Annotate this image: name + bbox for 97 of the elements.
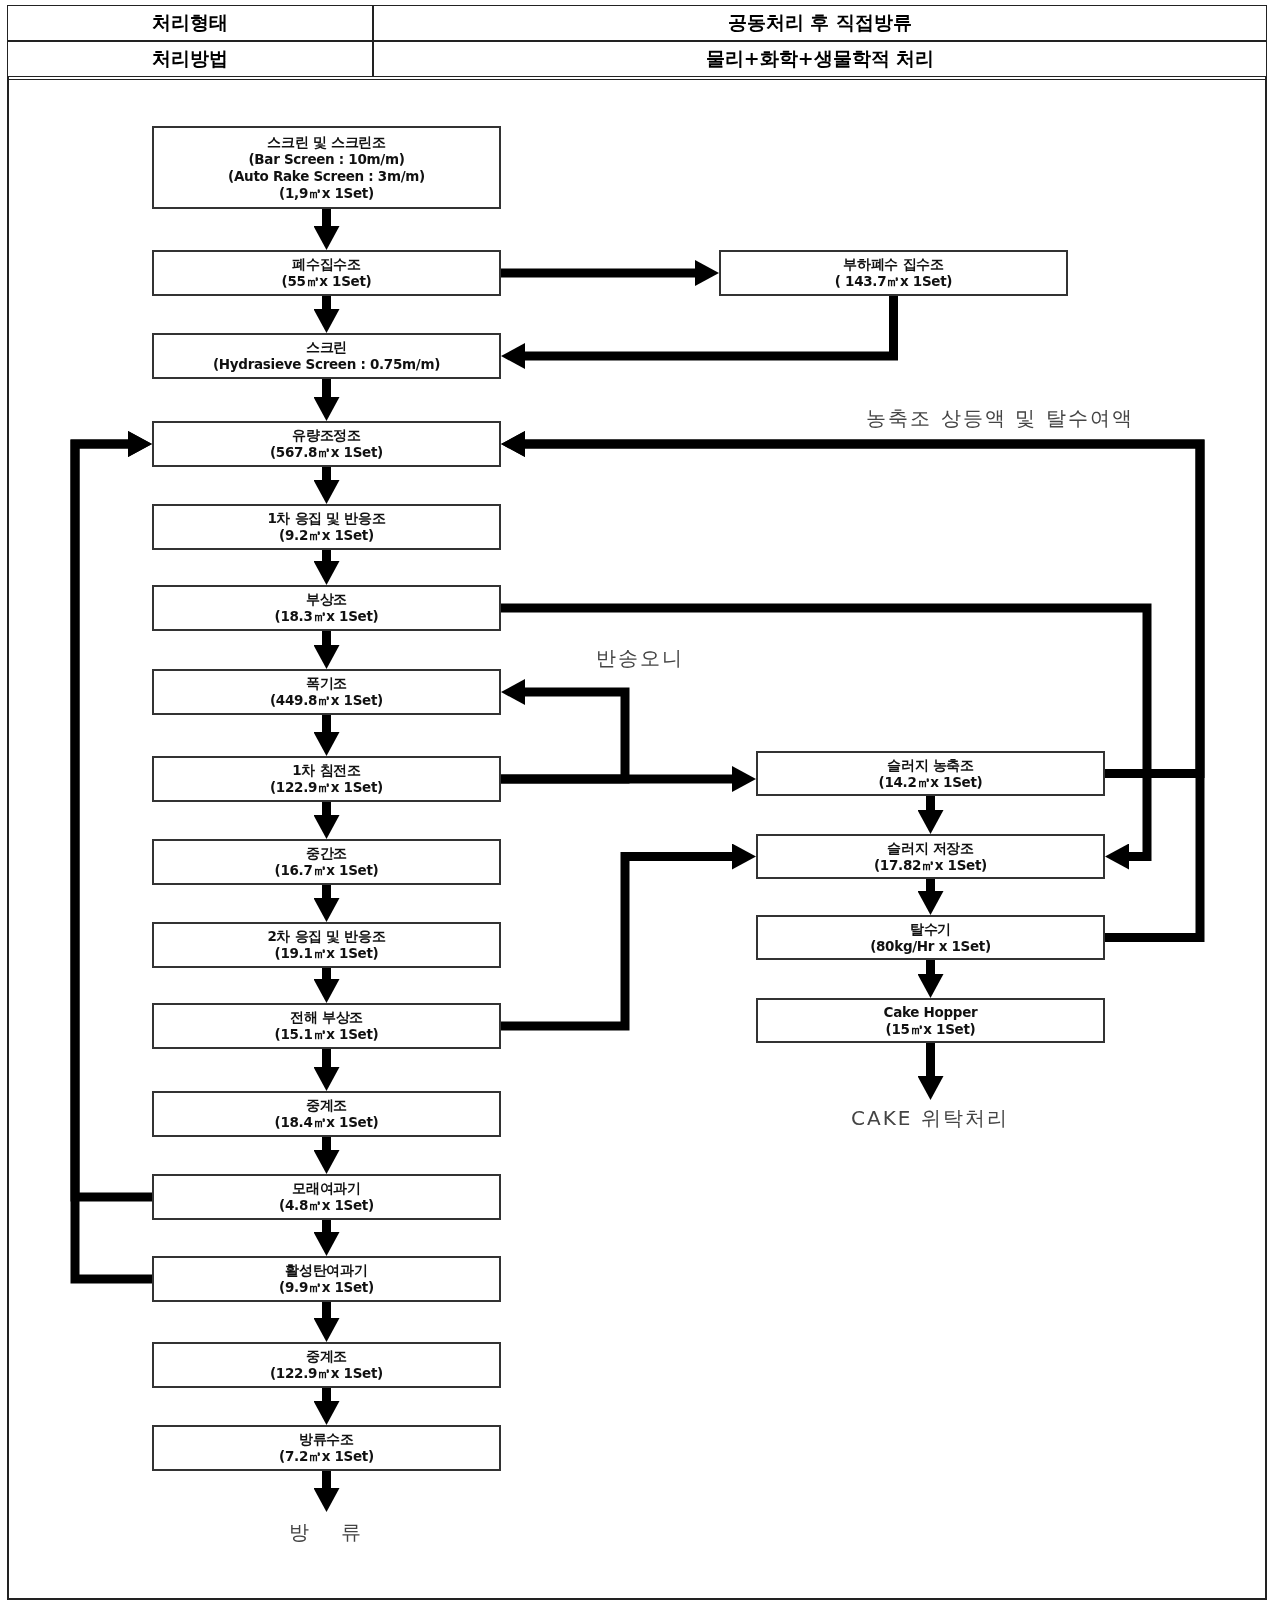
process-label: (55㎥x 1Set): [281, 273, 372, 290]
header-cell: 처리형태: [7, 5, 373, 41]
process-box: [756, 998, 1105, 1043]
process-label: (9.9㎥x 1Set): [279, 1279, 374, 1296]
process-box: [152, 1425, 501, 1471]
process-label: (567.8㎥x 1Set): [270, 444, 383, 461]
process-label: (122.9㎥x 1Set): [270, 779, 383, 796]
process-box: [152, 669, 501, 715]
process-label: (Hydrasieve Screen : 0.75m/m): [212, 356, 441, 373]
flow-arrow: [917, 1043, 944, 1100]
header-cell: 공동처리 후 직접방류: [373, 5, 1267, 41]
flow-arrow: [501, 679, 630, 784]
process-label: 스크린 및 스크린조: [267, 133, 386, 151]
process-label: 폐수집수조: [292, 256, 361, 273]
flow-arrow: [313, 968, 340, 1003]
flow-arrow: [917, 796, 944, 834]
flow-arrow: [313, 296, 340, 333]
process-box: [152, 585, 501, 631]
process-label: (15㎥x 1Set): [885, 1020, 976, 1038]
process-box: [152, 1174, 501, 1220]
process-label: (1,9㎥x 1Set): [279, 184, 374, 202]
process-box: [756, 834, 1105, 879]
process-box: [152, 922, 501, 968]
flow-arrow: [313, 467, 340, 504]
process-label: 중계조: [305, 1348, 348, 1365]
flow-arrow: [313, 631, 340, 669]
flow-arrow: [313, 1302, 340, 1342]
process-label: 전해 부상조: [290, 1009, 363, 1026]
process-label: 1차 응집 및 반응조: [267, 510, 386, 527]
process-label: 부상조: [305, 591, 348, 608]
process-box: [756, 915, 1105, 960]
process-box: [152, 1091, 501, 1137]
process-label: (7.2㎥x 1Set): [279, 1448, 374, 1465]
process-box: [152, 839, 501, 885]
process-label: 중계조: [305, 1097, 348, 1114]
process-label: (15.1㎥x 1Set): [274, 1026, 379, 1043]
flow-arrow: [501, 260, 719, 286]
flow-arrow: [313, 550, 340, 585]
outlet-text: 방 류: [288, 1523, 364, 1541]
flow-arrow: [501, 843, 756, 1031]
outlet-text: CAKE 위탁처리: [851, 1109, 1009, 1127]
header-cell: 처리방법: [7, 41, 373, 77]
process-label: (449.8㎥x 1Set): [270, 692, 383, 709]
process-label: 중간조: [305, 845, 348, 862]
process-box: [152, 126, 501, 209]
process-box: [152, 1342, 501, 1388]
process-label: Cake Hopper: [883, 1003, 978, 1021]
flow-arrow: [501, 296, 898, 369]
process-label: 슬러지 농축조: [887, 756, 974, 774]
flow-arrow: [313, 715, 340, 756]
flow-arrow: [313, 209, 340, 250]
process-box: [152, 333, 501, 379]
process-label: 활성탄여과기: [285, 1262, 368, 1279]
process-label: 스크린: [305, 339, 348, 356]
flow-arrow: [501, 603, 1152, 870]
process-label: 탈수기: [909, 920, 952, 938]
process-label: (122.9㎥x 1Set): [270, 1365, 383, 1382]
process-label: (17.82㎥x 1Set): [874, 856, 987, 874]
process-label: 1차 침전조: [292, 762, 361, 779]
process-label: (9.2㎥x 1Set): [279, 527, 374, 544]
flow-arrow: [313, 885, 340, 922]
flow-arrow: [313, 379, 340, 421]
process-label: 폭기조: [305, 675, 348, 692]
flow-arrow: [313, 802, 340, 839]
flow-arrow: [917, 879, 944, 915]
process-label: 슬러지 저장조: [887, 839, 974, 857]
process-box: [152, 421, 501, 467]
process-label: (18.3㎥x 1Set): [274, 608, 379, 625]
flow-arrow: [313, 1388, 340, 1425]
process-label: (Auto Rake Screen : 3m/m): [228, 167, 425, 185]
process-label: 방류수조: [299, 1431, 354, 1448]
flow-arrow: [313, 1049, 340, 1091]
flow-arrow: [501, 431, 1205, 942]
process-box: [152, 1003, 501, 1049]
process-box: [152, 504, 501, 550]
process-label: (14.2㎥x 1Set): [878, 773, 983, 791]
process-label: 모래여과기: [292, 1180, 361, 1197]
process-box: [152, 250, 501, 296]
process-label: 유량조정조: [292, 427, 361, 444]
process-label: (16.7㎥x 1Set): [274, 862, 379, 879]
process-label: 부하폐수 집수조: [843, 256, 944, 273]
process-label: (80kg/Hr x 1Set): [870, 937, 991, 955]
header-cell: 물리+화학+생물학적 처리: [373, 41, 1267, 77]
flow-arrow: [313, 1137, 340, 1174]
process-label: (19.1㎥x 1Set): [274, 945, 379, 962]
process-label: (4.8㎥x 1Set): [279, 1197, 374, 1214]
flow-arrow: [313, 1220, 340, 1256]
process-label: (18.4㎥x 1Set): [274, 1114, 379, 1131]
flow-arrow: [313, 1471, 340, 1512]
process-label: 2차 응집 및 반응조: [267, 928, 386, 945]
process-box: [152, 1256, 501, 1302]
flow-arrow: [917, 960, 944, 998]
process-box: [152, 756, 501, 802]
process-label: (Bar Screen : 10m/m): [248, 150, 405, 168]
process-box: [719, 250, 1068, 296]
process-box: [756, 751, 1105, 796]
process-label: ( 143.7㎥x 1Set): [834, 273, 953, 290]
